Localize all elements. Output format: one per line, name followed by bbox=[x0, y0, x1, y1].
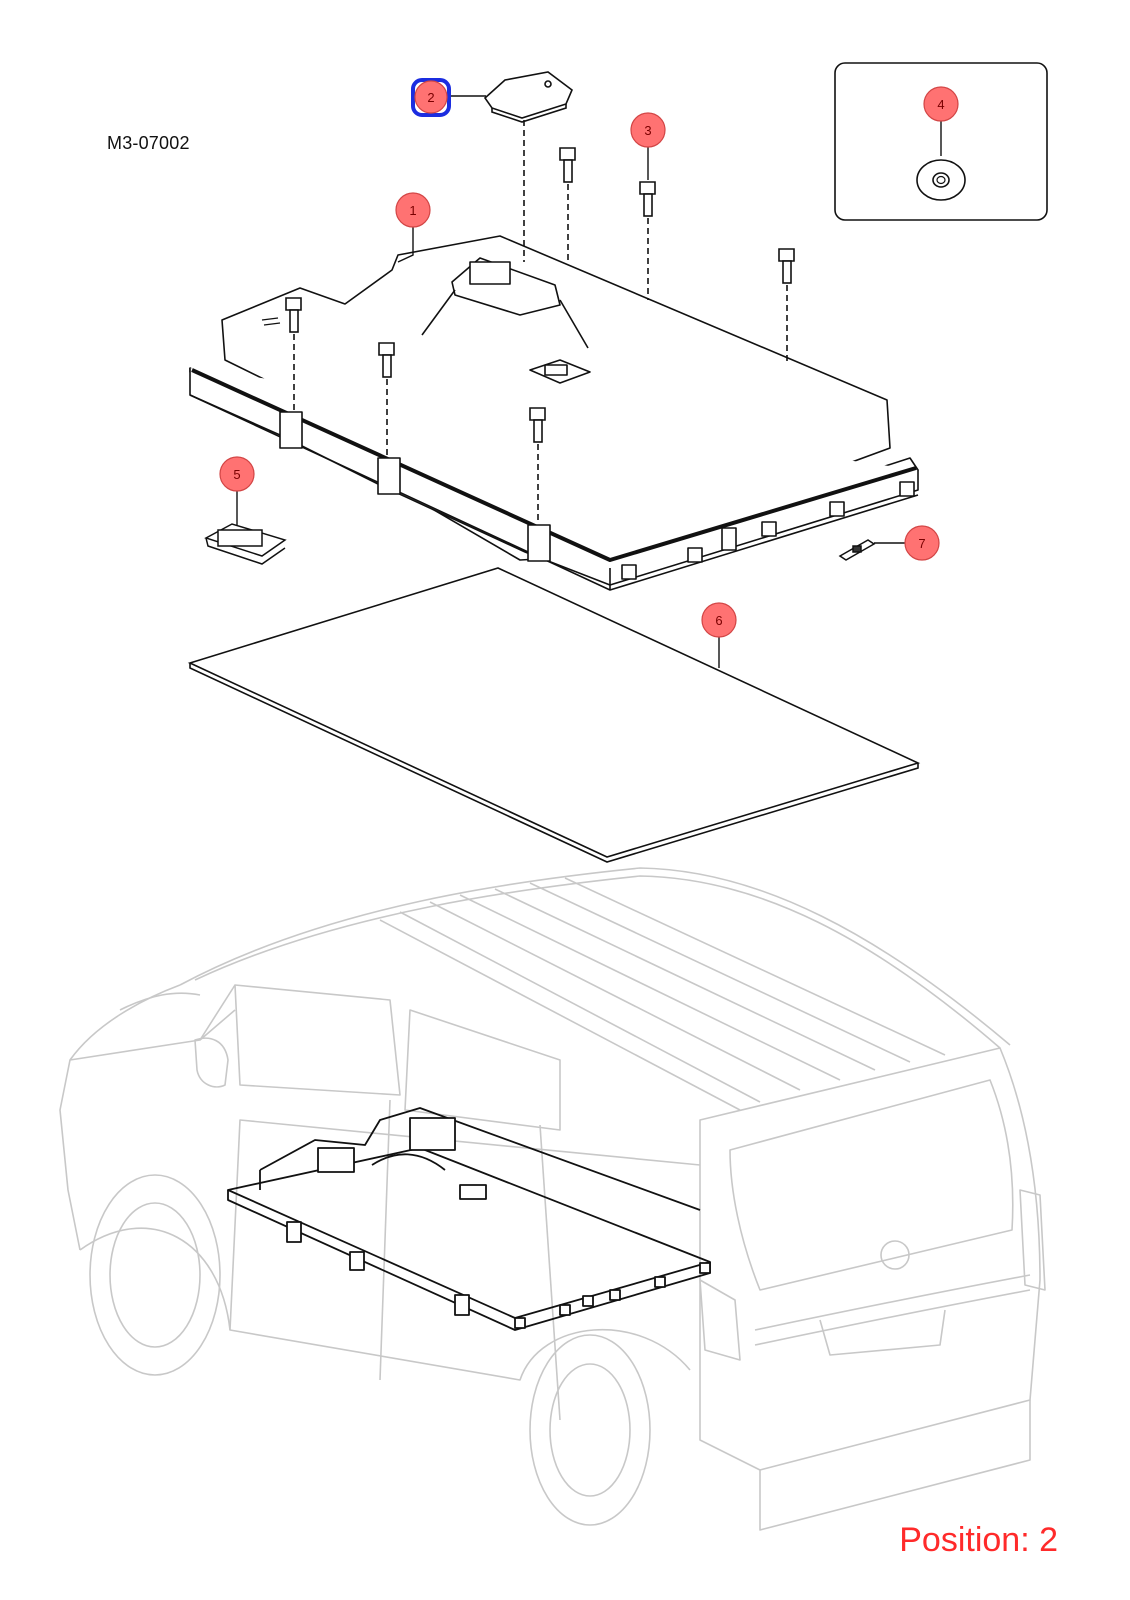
clip-part bbox=[838, 539, 876, 561]
callout-2[interactable]: 2 bbox=[411, 78, 451, 117]
callout-4-label: 4 bbox=[937, 97, 944, 112]
diagram-code: M3-07002 bbox=[107, 133, 190, 153]
callout-5[interactable]: 5 bbox=[219, 456, 255, 492]
callout-5-label: 5 bbox=[233, 467, 240, 482]
battery-tray bbox=[189, 235, 919, 591]
bolt-left bbox=[285, 297, 302, 410]
bolt-front bbox=[529, 407, 546, 522]
bolt-top-center bbox=[559, 147, 576, 260]
callout-4[interactable]: 4 bbox=[923, 86, 959, 122]
bolt-callout-3 bbox=[639, 181, 656, 300]
bracket-part bbox=[204, 523, 287, 565]
callout-3-label: 3 bbox=[644, 123, 651, 138]
leader-lines bbox=[236, 95, 942, 668]
bolts bbox=[285, 147, 795, 522]
callout-6[interactable]: 6 bbox=[701, 602, 737, 638]
bolt-right bbox=[778, 248, 795, 365]
callouts: 1 2 3 4 5 6 7 bbox=[219, 78, 959, 638]
callout-7[interactable]: 7 bbox=[904, 525, 940, 561]
vehicle-battery-inset bbox=[227, 1107, 711, 1331]
position-indicator: Position: 2 bbox=[899, 1521, 1058, 1559]
control-module bbox=[483, 71, 573, 262]
callout-3[interactable]: 3 bbox=[630, 112, 666, 148]
vehicle-silhouette bbox=[59, 867, 1046, 1531]
bolt-mid-left bbox=[378, 342, 395, 455]
callout-6-label: 6 bbox=[715, 613, 722, 628]
callout-2-label: 2 bbox=[427, 90, 434, 105]
callout-1[interactable]: 1 bbox=[395, 192, 431, 228]
callout-7-label: 7 bbox=[918, 536, 925, 551]
callout-1-label: 1 bbox=[409, 203, 416, 218]
floor-mat bbox=[187, 567, 921, 863]
